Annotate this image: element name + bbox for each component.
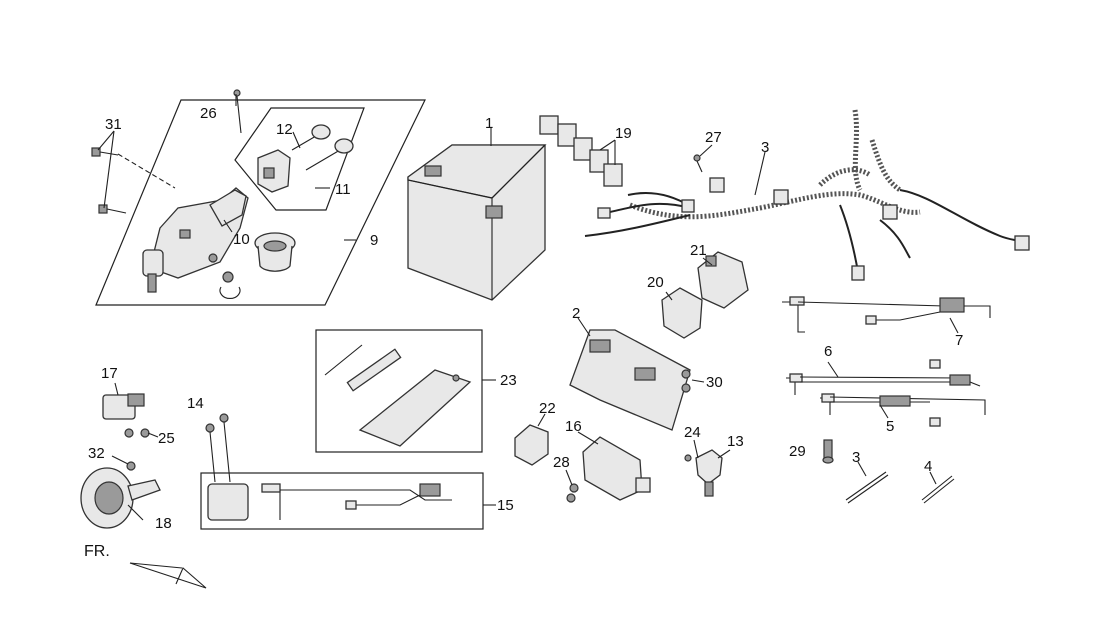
ignition-switch [142,187,249,300]
brake-switch [102,382,145,420]
callout-14: 14 [187,395,204,412]
bolt-32 [111,455,136,471]
screw-26 [233,89,242,134]
callout-2: 2 [572,305,580,322]
callout-11: 11 [335,181,351,198]
key-cylinder [257,149,291,193]
fuse-kit [315,329,496,453]
ignition-switch-group [91,89,426,306]
callout-3a: 3 [761,139,769,156]
callout-31: 31 [105,116,122,133]
callout-24: 24 [684,424,701,441]
bolts-25 [124,428,159,438]
callout-22: 22 [539,400,556,417]
cable-tie-3 [845,461,889,504]
screws-30 [681,369,705,393]
key-set-frame [234,107,365,211]
callout-28: 28 [553,454,570,471]
callout-3b: 3 [852,449,860,466]
callout-10: 10 [233,231,250,248]
callout-21: 21 [690,242,707,259]
callout-16: 16 [565,418,582,435]
callout-5: 5 [886,418,894,435]
callout-17: 17 [101,365,118,382]
starter-relay-kit [200,413,496,530]
cable-5 [820,393,986,427]
callout-27: 27 [705,129,722,146]
callout-26: 26 [200,105,217,122]
main-wiring-harness [584,109,1030,281]
screw-27 [693,144,713,173]
horn [80,467,161,529]
callout-13: 13 [727,433,744,450]
bolt-29 [822,439,834,464]
relays [539,115,623,187]
callout-12: 12 [276,121,293,138]
relay-21 [697,251,749,309]
battery-cable-7 [782,296,991,334]
callout-7: 7 [955,332,963,349]
callout-19: 19 [615,125,632,142]
callout-23: 23 [500,372,517,389]
component-13 [695,449,731,497]
ignition-kit-frame [95,99,426,306]
screw-31-b [98,204,127,214]
cable-tie-4 [921,471,955,504]
callout-4: 4 [924,458,932,475]
relay-20 [661,287,703,339]
callout-20: 20 [647,274,664,291]
callout-32: 32 [88,445,105,462]
callout-6: 6 [824,343,832,360]
component-16 [577,431,651,501]
callout-15: 15 [497,497,514,514]
callout-labels: 1 2 3 3 4 5 6 7 9 10 11 12 13 14 15 16 1… [84,105,963,560]
callout-9: 9 [370,232,378,249]
callout-29: 29 [789,443,806,460]
battery [407,128,547,301]
cable-6 [786,359,981,395]
starter-kit-frame [200,472,484,530]
callout-18: 18 [155,515,172,532]
front-direction-label: FR. [84,543,110,560]
callout-30: 30 [706,374,723,391]
fuel-tank-cap [254,232,296,272]
fuse-kit-frame [315,329,483,453]
screw-24 [684,439,699,462]
regulator-rectifier [569,317,691,431]
screws-28 [565,469,579,503]
front-direction-arrow [129,562,207,589]
keys [291,124,354,171]
screw-31-a [91,147,119,157]
sensor-22 [514,413,549,466]
callout-1: 1 [485,115,493,132]
callout-25: 25 [158,430,175,447]
